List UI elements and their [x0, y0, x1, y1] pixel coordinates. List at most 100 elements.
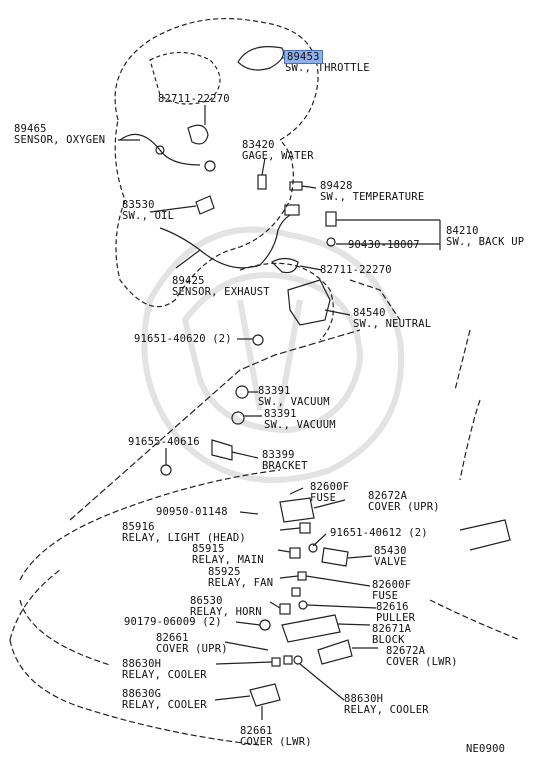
part-name: COVER (UPR)	[368, 501, 440, 513]
part-label-82672a-a[interactable]: 82672A COVER (UPR)	[368, 491, 440, 513]
part-number: 91655-40616	[128, 436, 200, 448]
part-label-90179[interactable]: 90179-06009 (2)	[124, 617, 222, 628]
part-label-89465[interactable]: 89465 SENSOR, OXYGEN	[14, 124, 105, 146]
part-number: 89465	[14, 123, 47, 135]
part-number: 90950-01148	[156, 506, 228, 518]
part-label-82672a-b[interactable]: 82672A COVER (LWR)	[386, 646, 458, 668]
part-label-82711-a[interactable]: 82711-22270	[158, 94, 230, 105]
part-label-90430[interactable]: 90430-18007	[348, 240, 420, 251]
part-name: SENSOR, OXYGEN	[14, 134, 106, 146]
part-label-82600f-b[interactable]: 82600F FUSE	[372, 580, 411, 602]
part-number: 90430-18007	[348, 239, 420, 251]
part-label-82616[interactable]: 82616 PULLER	[376, 602, 415, 624]
part-label-85915[interactable]: 85915 RELAY, MAIN	[192, 544, 264, 566]
part-number: 85925	[208, 566, 241, 578]
part-number: 82711-22270	[320, 264, 392, 276]
part-number: 83420	[242, 139, 275, 151]
part-label-83391-b[interactable]: 83391 SW., VACUUM	[264, 409, 336, 431]
part-number: 83399	[262, 449, 295, 461]
part-number: 84210	[446, 225, 479, 237]
part-name: COVER (UPR)	[156, 643, 228, 655]
part-name: VALVE	[374, 556, 407, 568]
part-number: 84540	[353, 307, 386, 319]
part-label-84210[interactable]: 84210 SW., BACK UP	[446, 226, 524, 248]
part-label-83420[interactable]: 83420 GAGE, WATER	[242, 140, 314, 162]
part-number: 91651-40620 (2)	[134, 333, 232, 345]
part-number: 82672A	[368, 490, 408, 502]
part-label-91651-a[interactable]: 91651-40620 (2)	[134, 334, 232, 345]
part-number: 88630G	[122, 688, 162, 700]
part-number: 82671A	[372, 623, 412, 635]
part-number: 89428	[320, 180, 353, 192]
part-label-90950[interactable]: 90950-01148	[156, 507, 228, 518]
part-name: RELAY, COOLER	[344, 704, 429, 716]
part-number: 83391	[264, 408, 297, 420]
part-number: 82600F	[372, 579, 412, 591]
part-name: PULLER	[376, 612, 416, 624]
part-label-91651-b[interactable]: 91651-40612 (2)	[330, 528, 428, 539]
part-label-91655[interactable]: 91655-40616	[128, 437, 200, 448]
part-name: SW., VACUUM	[264, 419, 336, 431]
part-label-89425[interactable]: 89425 SENSOR, EXHAUST	[172, 276, 270, 298]
part-label-83530[interactable]: 83530 SW., OIL	[122, 200, 174, 222]
part-name: RELAY, HORN	[190, 606, 262, 618]
part-label-88630h-b[interactable]: 88630H RELAY, COOLER	[344, 694, 429, 716]
part-name: SENSOR, EXHAUST	[172, 286, 270, 298]
part-label-82600f-a[interactable]: 82600F FUSE	[310, 482, 349, 504]
part-label-86530[interactable]: 86530 RELAY, HORN	[190, 596, 262, 618]
part-name: GAGE, WATER	[242, 150, 314, 162]
engine-outline	[114, 17, 319, 308]
part-number: 85915	[192, 543, 225, 555]
part-number: 88630H	[122, 658, 162, 670]
part-name: SW., NEUTRAL	[353, 318, 432, 330]
part-label-85430[interactable]: 85430 VALVE	[374, 546, 407, 568]
part-name: RELAY, MAIN	[192, 554, 264, 566]
part-number: 89453	[284, 50, 323, 64]
part-label-85916[interactable]: 85916 RELAY, LIGHT (HEAD)	[122, 522, 246, 544]
diagram-code: NE0900	[466, 743, 506, 755]
part-number: 85430	[374, 545, 407, 557]
part-number: 88630H	[344, 693, 384, 705]
part-name: RELAY, COOLER	[122, 669, 207, 681]
part-number: 82672A	[386, 645, 426, 657]
part-number: 82600F	[310, 481, 350, 493]
part-number: 82661	[240, 725, 273, 737]
part-name: FUSE	[310, 492, 337, 504]
part-name: RELAY, COOLER	[122, 699, 207, 711]
part-name: COVER (LWR)	[240, 736, 312, 748]
part-number: 83391	[258, 385, 291, 397]
part-name: RELAY, LIGHT (HEAD)	[122, 532, 246, 544]
part-number: 82661	[156, 632, 189, 644]
part-label-82711-b[interactable]: 82711-22270	[320, 265, 392, 276]
part-number: 82711-22270	[158, 93, 230, 105]
part-name: RELAY, FAN	[208, 577, 274, 589]
part-number: 85916	[122, 521, 155, 533]
part-name: FUSE	[372, 590, 399, 602]
part-label-82661-b[interactable]: 82661 COVER (LWR)	[240, 726, 312, 748]
part-name: BRACKET	[262, 460, 308, 472]
part-label-85925[interactable]: 85925 RELAY, FAN	[208, 567, 273, 589]
part-label-88630h-a[interactable]: 88630H RELAY, COOLER	[122, 659, 207, 681]
part-label-83399[interactable]: 83399 BRACKET	[262, 450, 308, 472]
part-label-89453[interactable]: 89453 SW., THROTTLE	[284, 50, 370, 74]
part-number: 89425	[172, 275, 205, 287]
part-label-82671a[interactable]: 82671A BLOCK	[372, 624, 411, 646]
part-label-89428[interactable]: 89428 SW., TEMPERATURE	[320, 181, 424, 203]
part-label-82661-a[interactable]: 82661 COVER (UPR)	[156, 633, 228, 655]
part-name: SW., TEMPERATURE	[320, 191, 425, 203]
part-number: 90179-06009 (2)	[124, 616, 222, 628]
part-name: SW., THROTTLE	[285, 62, 370, 74]
part-name: SW., OIL	[122, 210, 175, 222]
part-name: BLOCK	[372, 634, 405, 646]
part-label-83391-a[interactable]: 83391 SW., VACUUM	[258, 386, 330, 408]
part-name: COVER (LWR)	[386, 656, 458, 668]
part-number: 91651-40612 (2)	[330, 527, 428, 539]
part-name: SW., VACUUM	[258, 396, 330, 408]
part-label-88630g[interactable]: 88630G RELAY, COOLER	[122, 689, 207, 711]
part-number: 83530	[122, 199, 155, 211]
part-name: SW., BACK UP	[446, 236, 525, 248]
part-number: 82616	[376, 601, 409, 613]
part-number: 86530	[190, 595, 223, 607]
part-label-84540[interactable]: 84540 SW., NEUTRAL	[353, 308, 431, 330]
